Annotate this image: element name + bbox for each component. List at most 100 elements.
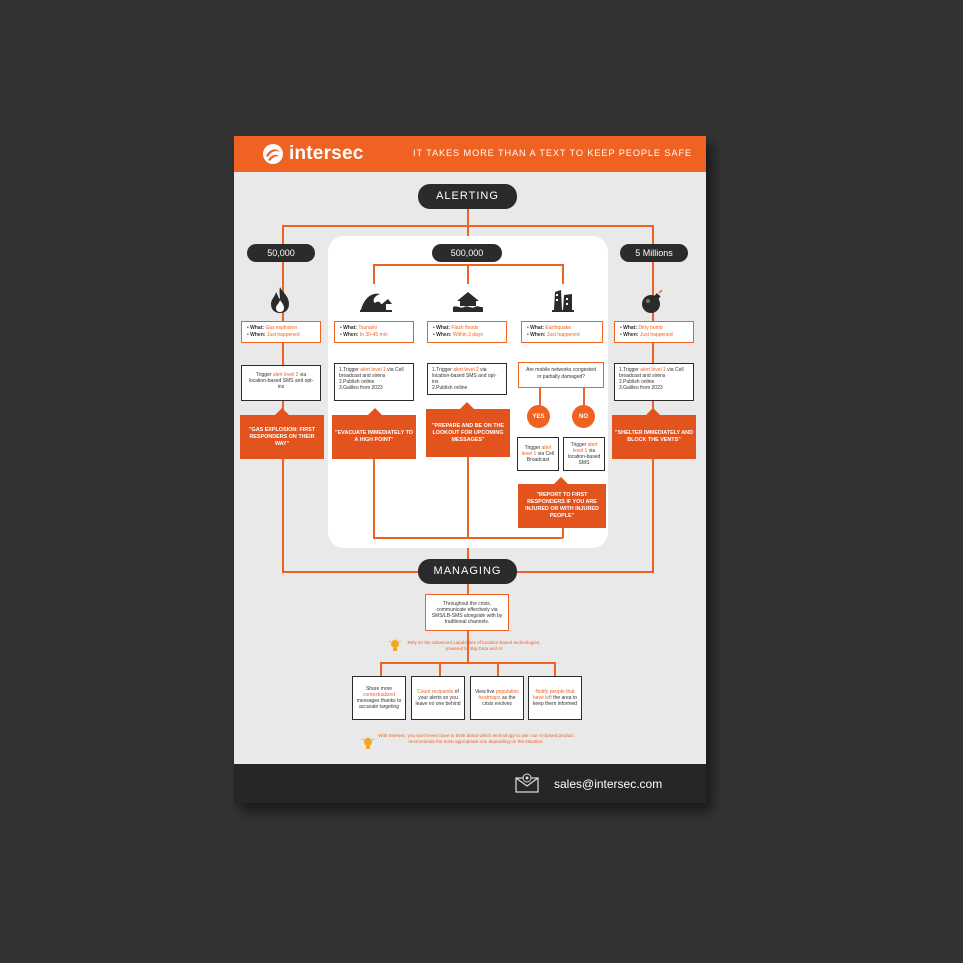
tsunami-s1-post: via Cell broadcast and sirens	[339, 367, 404, 379]
no-post: via location-based SMS	[567, 448, 601, 466]
tsunami-step-box: 1.Trigger alert level 1 via Cell broadca…	[334, 363, 414, 401]
quake-question-box: Are mobile networks congested or partial…	[518, 362, 604, 388]
sales-email-link[interactable]: sales@intersec.com	[554, 777, 663, 791]
flood-info-box: • What: Flash floods • When: Within 2 da…	[427, 321, 507, 343]
header-bar: intersec IT TAKES MORE THAN A TEXT TO KE…	[234, 136, 706, 172]
card-4-hl: Notify people that have left	[532, 689, 575, 701]
flood-when: Within 2 days	[452, 332, 483, 338]
tsunami-when: In 30-45 min	[359, 332, 388, 338]
when-label: When:	[250, 332, 266, 338]
tsunami-s1-hl: alert level 1	[360, 367, 386, 373]
alerting-label: ALERTING	[418, 184, 517, 209]
card-3-post: as the crisis evolves	[482, 695, 516, 707]
logo: intersec	[262, 142, 363, 166]
card-2-post: of your alerts so you leave no one behin…	[415, 689, 461, 707]
card-3-hl: population heatmaps	[478, 689, 520, 701]
gas-callout-notch	[275, 408, 289, 415]
scale-small-pill: 50,000	[247, 244, 315, 262]
card-1-hl: contextualized	[363, 692, 395, 698]
flood-step-box: 1.Trigger alert level 2 via location-bas…	[427, 363, 507, 395]
when-label: When:	[343, 332, 359, 338]
flood-callout: "PREPARE AND BE ON THE LOOKOUT FOR UPCOM…	[426, 409, 510, 457]
bomb-s3: 3.Galileo from 2023	[619, 385, 663, 391]
flood-s2: 2.Publish online	[432, 385, 468, 391]
what-label: What:	[343, 325, 358, 331]
tsunami-s1-pre: 1.Trigger	[339, 367, 361, 373]
quake-drop	[562, 264, 564, 284]
flood-return-line	[467, 454, 469, 538]
yes-hl: alert level 1	[521, 445, 552, 457]
scale-medium-pill: 500,000	[432, 244, 502, 262]
bomb-s1-hl: alert level 1	[640, 367, 666, 373]
alerting-stem	[467, 208, 469, 244]
quake-return-line	[562, 524, 564, 538]
bomb-callout: "SHELTER IMMEDIATELY AND BLOCK THE VENTS…	[612, 415, 696, 459]
managing-stem	[467, 584, 469, 594]
gas-info-box: • What: Gas explosion • When: Just happe…	[241, 321, 321, 343]
quake-yes-box: Trigger alert level 1 via Cell Broadcast	[517, 437, 559, 471]
tip-location-tech: Rely on the advanced capabilities of loc…	[407, 640, 541, 651]
flood-drop	[467, 264, 469, 284]
quake-when: Just happened	[546, 332, 580, 338]
earthquake-building-icon	[552, 288, 574, 312]
when-label: When:	[530, 332, 546, 338]
what-label: What:	[530, 325, 545, 331]
mid-return-line	[373, 537, 563, 539]
no-hl: alert level 1	[572, 442, 598, 454]
quake-what: Earthquake	[545, 325, 571, 331]
card-drop-3	[497, 662, 499, 676]
managing-stem-2	[467, 622, 469, 662]
flood-s1-pre: 1.Trigger	[432, 367, 454, 373]
flood-house-icon	[453, 290, 483, 312]
gas-what: Gas explosion	[265, 325, 298, 331]
bomb-what: Dirty bomb	[638, 325, 663, 331]
tsunami-s2: 2.Publish online	[339, 379, 375, 385]
no-connector	[583, 388, 585, 406]
flood-callout-notch	[460, 402, 474, 409]
scale-large-pill: 5 Millions	[620, 244, 688, 262]
card-drop-2	[439, 662, 441, 676]
tsunami-callout: "EVACUATE IMMEDIATELY TO A HIGH POINT"	[332, 415, 416, 459]
tip-ai-product: With Intersec, you won't even have to th…	[378, 733, 574, 744]
bomb-s1-pre: 1.Trigger	[619, 367, 641, 373]
card-2-hl: Count recipients	[417, 689, 454, 695]
gas-step-box: Trigger alert level 2 via location-based…	[241, 365, 321, 401]
bomb-icon	[641, 290, 665, 314]
no-pre: Trigger	[570, 442, 588, 448]
when-label: When:	[436, 332, 452, 338]
bomb-step-box: 1.Trigger alert level 1 via Cell broadca…	[614, 363, 694, 401]
bomb-when: Just happened	[639, 332, 673, 338]
tsunami-info-box: • What: Tsunami • When: In 30-45 min	[334, 321, 414, 343]
when-label: When:	[623, 332, 639, 338]
poster: intersec IT TAKES MORE THAN A TEXT TO KE…	[234, 136, 706, 803]
lightbulb-icon	[362, 737, 374, 751]
intersec-logo-icon	[262, 143, 284, 165]
gas-when: Just happened	[266, 332, 300, 338]
yes-connector	[539, 388, 541, 406]
flame-icon	[269, 286, 291, 314]
bomb-callout-notch	[646, 408, 660, 415]
no-badge: NO	[572, 405, 595, 428]
flood-s1-post: via location-based SMS and opt-ins	[432, 367, 497, 385]
yes-pre: Trigger	[524, 445, 542, 451]
card-notify-left: Notify people that have left the area to…	[528, 676, 582, 720]
bomb-s1-post: via Cell broadcast and sirens	[619, 367, 684, 379]
lightbulb-icon	[389, 639, 401, 653]
gas-step-post: via location-based SMS and opt-ins	[248, 372, 314, 390]
gas-step-hl: alert level 2	[272, 372, 299, 378]
quake-callout: "REPORT TO FIRST RESPONDERS IF YOU ARE I…	[518, 484, 606, 528]
card-4-post: the area to keep them informed	[532, 695, 578, 707]
quake-no-box: Trigger alert level 1 via location-based…	[563, 437, 605, 471]
card-contextualized: Share more contextualized messages thank…	[352, 676, 406, 720]
gas-callout: "GAS EXPLOSION: FIRST RESPONDERS ON THEI…	[240, 415, 324, 459]
card-1-post: messages thanks to accurate targeting	[356, 698, 402, 710]
what-label: What:	[623, 325, 638, 331]
managing-label: MANAGING	[418, 559, 517, 584]
tsunami-callout-notch	[368, 408, 382, 415]
what-label: What:	[436, 325, 451, 331]
bomb-s2: 2.Publish online	[619, 379, 655, 385]
card-count-recipients: Count recipients of your alerts so you l…	[411, 676, 465, 720]
quake-info-box: • What: Earthquake • When: Just happened	[521, 321, 603, 343]
yes-badge: YES	[527, 405, 550, 428]
quake-callout-notch	[554, 477, 568, 484]
